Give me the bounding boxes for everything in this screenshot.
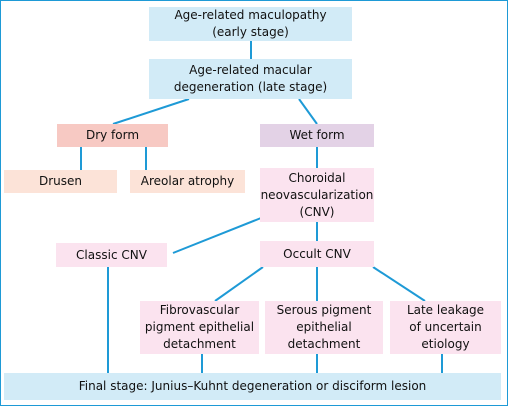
connector-late-dry (112, 98, 190, 125)
node-areolar-label: Areolar atrophy (140, 174, 235, 188)
node-final-label: Final stage: Junius–Kuhnt degeneration o… (78, 379, 427, 393)
node-late-line-2: degeneration (late stage) (173, 80, 328, 94)
node-choroidal-neovascularization: Choroidal neovascularization (CNV) (260, 168, 374, 222)
node-serous-line-1: Serous pigment (276, 303, 372, 317)
node-occult-cnv: Occult CNV (260, 241, 374, 267)
node-fibro-line-2: pigment epithelial (144, 320, 255, 334)
node-drusen-label: Drusen (38, 174, 83, 188)
node-leakage-line-1: Late leakage (406, 303, 485, 317)
node-late-leakage: Late leakage of uncertain etiology (390, 301, 501, 354)
node-drusen: Drusen (4, 170, 117, 193)
node-dry-form: Dry form (57, 124, 168, 147)
connector-late-wet (298, 98, 318, 125)
node-cnv-line-2: neovascularization (260, 187, 374, 202)
node-wet-label: Wet form (289, 128, 345, 142)
node-leakage-line-3: etiology (421, 337, 470, 351)
node-early-line-2: (early stage) (212, 25, 289, 39)
node-early-line-1: Age-related maculopathy (174, 8, 327, 22)
node-early-maculopathy: Age-related maculopathy (early stage) (149, 7, 352, 41)
node-late-line-1: Age-related macular (189, 63, 312, 77)
node-dry-label: Dry form (85, 128, 140, 142)
node-cnv-line-3: (CNV) (299, 204, 335, 219)
node-wet-form: Wet form (260, 124, 374, 147)
node-serous-ped: Serous pigment epithelial detachment (265, 301, 383, 354)
node-fibro-line-1: Fibrovascular (159, 303, 240, 317)
node-areolar-atrophy: Areolar atrophy (130, 170, 245, 193)
node-classic-cnv: Classic CNV (56, 243, 167, 267)
connector-cnv-classic (172, 217, 262, 254)
node-final-stage: Final stage: Junius–Kuhnt degeneration o… (4, 373, 501, 400)
node-leakage-line-2: of uncertain (409, 320, 482, 334)
node-fibrovascular-ped: Fibrovascular pigment epithelial detachm… (140, 301, 259, 354)
node-cnv-line-1: Choroidal (288, 170, 346, 185)
node-occult-label: Occult CNV (283, 246, 351, 261)
node-fibro-line-3: detachment (163, 337, 236, 351)
node-late-degeneration: Age-related macular degeneration (late s… (149, 59, 352, 99)
node-serous-line-3: detachment (287, 337, 361, 351)
node-serous-line-2: epithelial (296, 320, 352, 334)
node-classic-label: Classic CNV (76, 247, 147, 262)
connector-occult-fibro (214, 266, 264, 302)
connector-occult-leakage (372, 266, 426, 302)
